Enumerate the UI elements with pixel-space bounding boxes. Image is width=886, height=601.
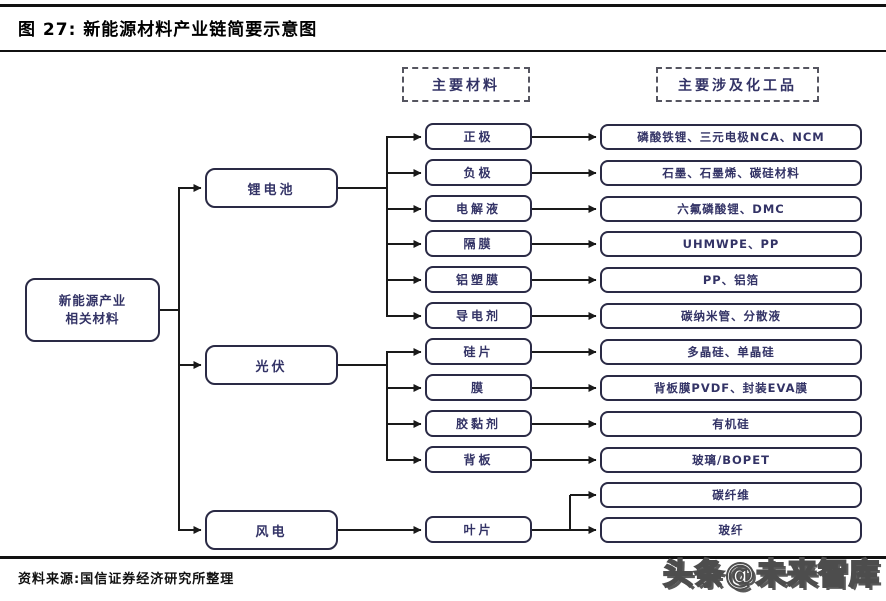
chemical-node-adhesive-chemicals: 有机硅	[600, 411, 862, 437]
material-node-silicon-wafer: 硅片	[425, 338, 532, 365]
top-rule	[0, 4, 886, 7]
material-node-backsheet: 背板	[425, 446, 532, 473]
material-node-blade: 叶片	[425, 516, 532, 543]
column-header-materials: 主要材料	[402, 67, 530, 102]
root-node: 新能源产业 相关材料	[25, 278, 160, 342]
chemical-node-glass-fiber: 玻纤	[600, 517, 862, 543]
root-node-label: 新能源产业 相关材料	[58, 292, 127, 326]
chemical-node-carbon-fiber: 碳纤维	[600, 482, 862, 508]
material-node-aluminum-plastic-film: 铝塑膜	[425, 266, 532, 293]
chemical-node-conductive-agent-chemicals: 碳纳米管、分散液	[600, 303, 862, 329]
material-node-adhesive: 胶黏剂	[425, 410, 532, 437]
chemical-node-film-chemicals: 背板膜PVDF、封装EVA膜	[600, 375, 862, 401]
chemical-node-silicon-wafer-chemicals: 多晶硅、单晶硅	[600, 339, 862, 365]
material-node-separator: 隔膜	[425, 230, 532, 257]
chemical-node-backsheet-chemicals: 玻璃/BOPET	[600, 447, 862, 473]
category-node-lithium-battery: 锂电池	[205, 168, 338, 208]
material-node-conductive-agent: 导电剂	[425, 302, 532, 329]
material-node-cathode: 正极	[425, 123, 532, 150]
figure-title: 图 27: 新能源材料产业链简要示意图	[18, 20, 318, 40]
material-node-film: 膜	[425, 374, 532, 401]
source-note: 资料来源:国信证券经济研究所整理	[18, 572, 235, 587]
category-node-wind-power: 风电	[205, 510, 338, 550]
category-node-photovoltaic: 光伏	[205, 345, 338, 385]
chemical-node-separator-chemicals: UHMWPE、PP	[600, 231, 862, 257]
bottom-rule	[0, 556, 886, 559]
column-header-chemicals: 主要涉及化工品	[656, 67, 819, 102]
material-node-anode: 负极	[425, 159, 532, 186]
chemical-node-anode-chemicals: 石墨、石墨烯、碳硅材料	[600, 160, 862, 186]
watermark: 头条@未来智库	[662, 556, 880, 593]
chemical-node-aluminum-plastic-film-chemicals: PP、铝箔	[600, 267, 862, 293]
chemical-node-electrolyte-chemicals: 六氟磷酸锂、DMC	[600, 196, 862, 222]
chemical-node-cathode-chemicals: 磷酸铁锂、三元电极NCA、NCM	[600, 124, 862, 150]
material-node-electrolyte: 电解液	[425, 195, 532, 222]
title-underline	[0, 50, 886, 52]
